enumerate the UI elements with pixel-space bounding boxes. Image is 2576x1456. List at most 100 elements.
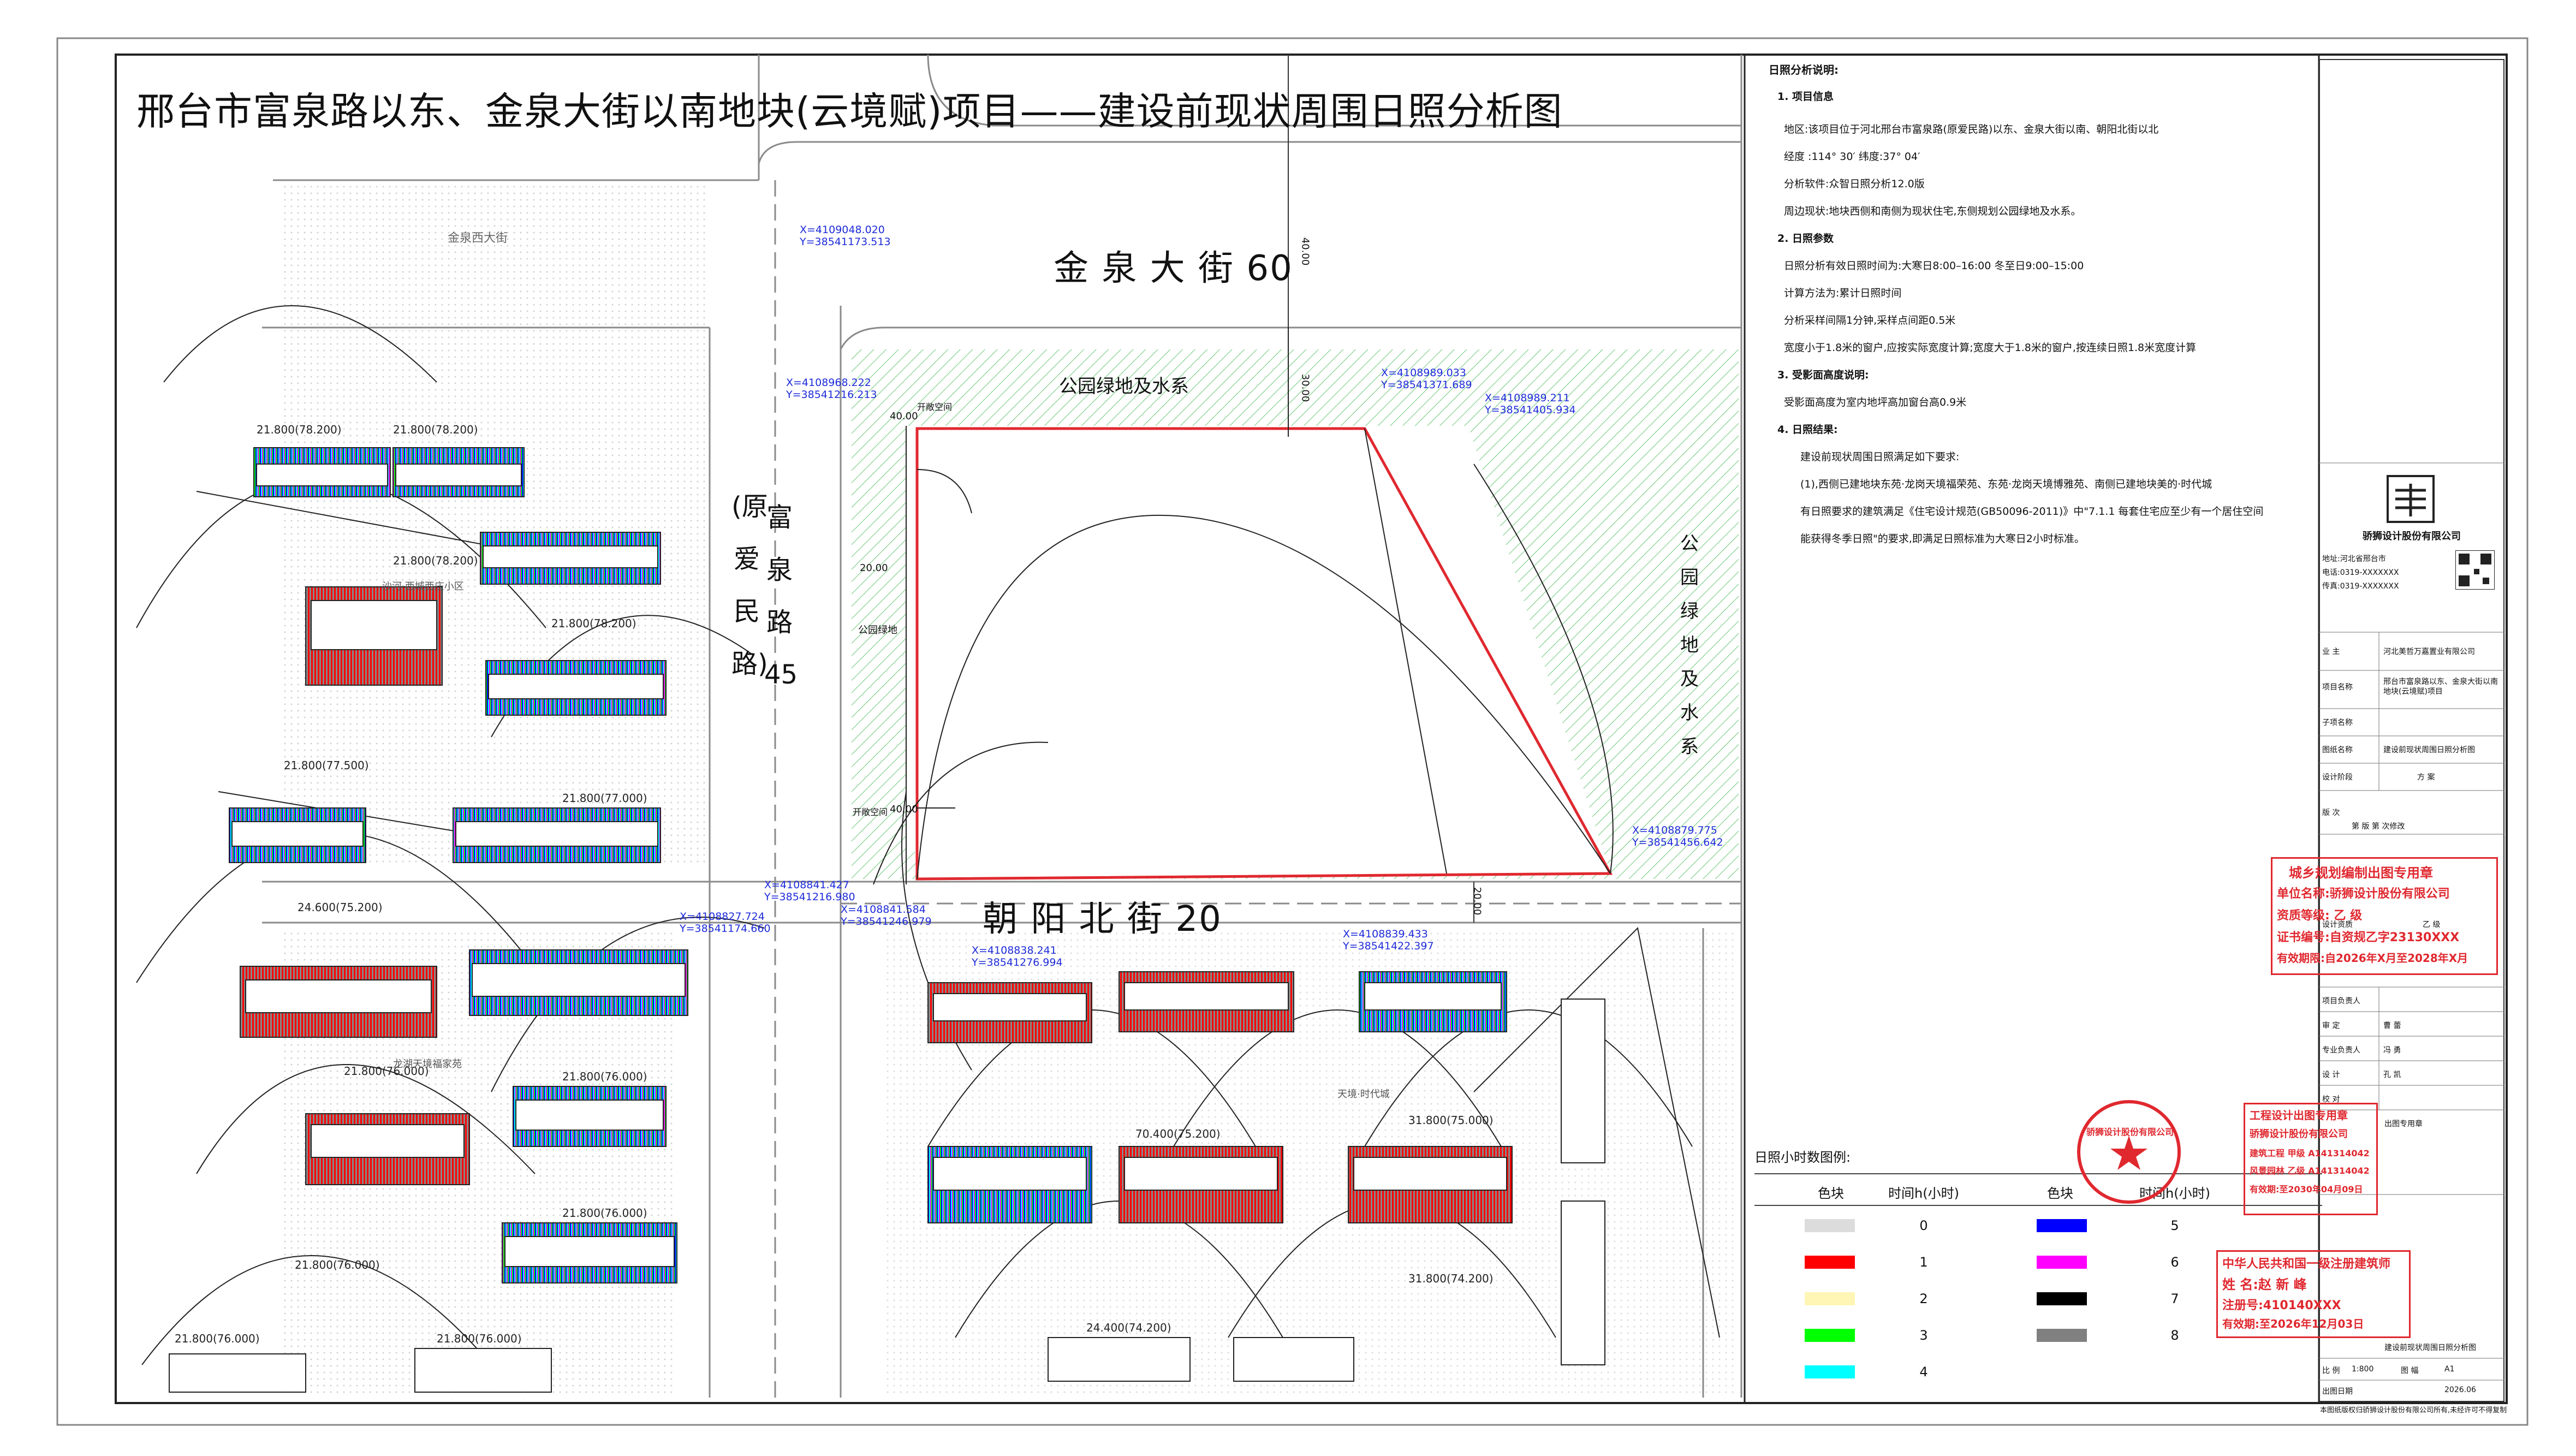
setback-west-b: 40.00 (890, 411, 918, 422)
company-round-seal (2077, 1100, 2181, 1204)
contact-line: 地址:河北省邢台市 (2322, 555, 2386, 563)
client-value: 河北美哲万嘉置业有限公司 (2383, 647, 2475, 656)
road-width-north-b: 30.00 (1299, 373, 1311, 402)
road-width-south: 20.00 (1471, 887, 1483, 916)
north-road-old-label: 金泉西大街 (448, 231, 508, 245)
notes-line: 计算方法为:累计日照时间 (1784, 287, 1902, 299)
buildings-south (927, 971, 1605, 1382)
cert-label: 设计资质 (2322, 920, 2353, 929)
height-label: 21.800(77.000) (562, 792, 647, 805)
role-name: 冯 勇 (2383, 1046, 2401, 1055)
legend-grid (1754, 1173, 2322, 1206)
company-logo-icon (2387, 475, 2435, 523)
notes-line: 日照分析有效日照时间为:大寒日8:00–16:00 冬至日9:00–15:00 (1784, 260, 2084, 272)
legend-col-color: 色块 (1818, 1186, 1844, 1201)
notes-line: 经度 :114° 30′ 纬度:37° 04′ (1784, 151, 1920, 163)
west-road-label: 富 泉 路 45 (764, 502, 798, 690)
legend-swatch (1805, 1292, 1855, 1305)
role-label: 设 计 (2322, 1071, 2340, 1079)
west-road-alias-label: (原 爱 民 路) (731, 491, 768, 679)
notes-line: 3. 受影面高度说明: (1777, 369, 1869, 381)
place-name: 沙河·西城西庄小区 (382, 581, 464, 592)
legend-swatch (1805, 1329, 1855, 1342)
legend-swatch (2037, 1329, 2087, 1342)
place-name: 天境·时代城 (1337, 1089, 1390, 1100)
drawing-label: 图纸名称 (2322, 746, 2353, 754)
role-label: 专业负责人 (2322, 1046, 2360, 1055)
notes-line: 分析采样间隔1分钟,采样点间距0.5米 (1784, 314, 1956, 326)
legend-title: 日照小时数图例: (1754, 1150, 1851, 1165)
sheet-value: A1 (2444, 1365, 2455, 1374)
setback-label-b: 开敞空间 (853, 807, 888, 817)
legend-hours: 3 (1919, 1328, 1928, 1343)
engineering-stamp: 工程设计出图专用章 骄狮设计股份有限公司 建筑工程 甲级 A141314042 … (2244, 1103, 2378, 1215)
legend-hours: 2 (1919, 1291, 1928, 1306)
height-label: 21.800(78.200) (393, 423, 478, 436)
park-east-label: 公 园 绿 地 及 水 系 (1680, 533, 1699, 758)
role-label: 审 定 (2322, 1021, 2340, 1030)
project-label: 项目名称 (2322, 683, 2353, 692)
drawing-title: 邢台市富泉路以东、金泉大街以南地块(云境赋)项目——建设前现状周围日照分析图 (136, 89, 1563, 134)
height-label: 21.800(78.200) (257, 423, 342, 436)
legend-hours: 5 (2170, 1218, 2179, 1233)
analysis-notes: 日照分析说明: 1. 项目信息地区:该项目位于河北邢台市富泉路(原爱民路)以东、… (1762, 59, 2319, 1156)
company-name: 骄狮设计股份有限公司 (2363, 531, 2461, 542)
north-road-label: 金 泉 大 街 60 (1054, 248, 1293, 289)
notes-line: 有日照要求的建筑满足《住宅设计规范(GB50096-2011)》中"7.1.1 … (1800, 506, 2264, 518)
drawing-no-label: 出图专用章 (2384, 1120, 2423, 1128)
notes-line: 周边现状:地块西侧和南侧为现状住宅,东侧规划公园绿地及水系。 (1784, 205, 2081, 217)
legend-col-color-2: 色块 (2047, 1186, 2073, 1201)
park-west-label: 公园绿地 (858, 625, 897, 636)
height-label: 70.400(75.200) (1135, 1127, 1221, 1140)
copyright-footer: 本图纸版权归骄狮设计股份有限公司所有,未经许可不得复制 (2320, 1406, 2507, 1415)
sheet-border (56, 37, 2529, 1426)
height-label: 31.800(75.000) (1408, 1114, 1494, 1127)
notes-line: 2. 日照参数 (1777, 233, 1834, 245)
sheet-label: 图 幅 (2401, 1366, 2419, 1375)
road-lines (262, 54, 1742, 1398)
legend-swatch (2037, 1219, 2087, 1232)
notes-line: 4. 日照结果: (1777, 424, 1838, 436)
legend-hours: 7 (2170, 1291, 2179, 1306)
notes-heading: 日照分析说明: (1769, 63, 1839, 76)
height-label: 24.600(75.200) (298, 901, 383, 914)
legend-hours: 8 (2170, 1328, 2179, 1343)
role-name: 曹 蕾 (2383, 1021, 2401, 1030)
road-width-north-a: 40.00 (1299, 237, 1311, 266)
role-name: 孔 凯 (2383, 1071, 2401, 1079)
role-label: 项目负责人 (2322, 997, 2360, 1006)
contact-line: 传真:0319-XXXXXXX (2322, 582, 2399, 591)
notes-line: 1. 项目信息 (1777, 91, 1834, 103)
planning-stamp: 城乡规划编制出图专用章 单位名称:骄狮设计股份有限公司 资质等级: 乙 级 证书… (2271, 857, 2498, 975)
contact-line: 电话:0319-XXXXXXX (2322, 568, 2399, 577)
setback-west-a: 20.00 (860, 562, 888, 574)
legend-col-hours: 时间h(小时) (1888, 1186, 1959, 1201)
legend-swatch (2037, 1292, 2087, 1305)
park-hatch-area (852, 349, 1739, 879)
west-community-area (284, 180, 710, 863)
height-label: 21.800(76.000) (175, 1332, 260, 1345)
notes-line: 宽度小于1.8米的窗户,应按实际宽度计算;宽度大于1.8米的窗户,按连续日照1.… (1784, 342, 2197, 354)
cert-grade: 乙 级 (2423, 920, 2441, 929)
drawing-value: 建设前现状周围日照分析图 (2383, 746, 2475, 754)
stage-value: 方 案 (2417, 773, 2435, 782)
legend-hours: 4 (1919, 1364, 1928, 1380)
notes-line: 受影面高度为室内地坪高加窗台高0.9米 (1784, 396, 1967, 408)
drawing-name-footer: 建设前现状周围日照分析图 (2384, 1344, 2476, 1352)
date-value: 2026.06 (2444, 1386, 2476, 1394)
map-frame (115, 54, 2508, 1404)
legend-hours: 0 (1919, 1218, 1928, 1233)
version-label: 版 次 (2322, 809, 2340, 817)
notes-line: 地区:该项目位于河北邢台市富泉路(原爱民路)以东、金泉大街以南、朝阳北街以北 (1784, 123, 2159, 135)
scale-value: 1:800 (2352, 1365, 2374, 1374)
